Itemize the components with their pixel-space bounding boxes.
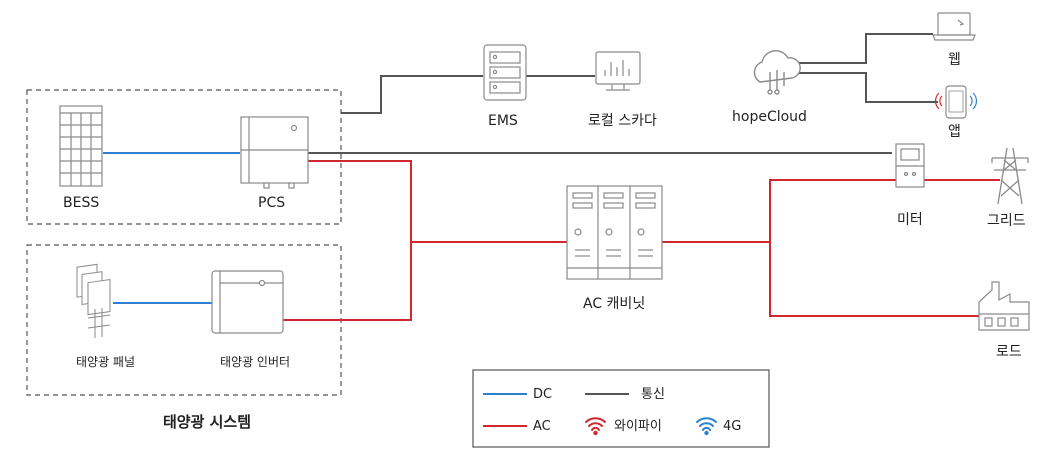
hopecloud-label: hopeCloud — [732, 109, 807, 125]
legend-ac-label: AC — [533, 419, 551, 434]
load-label: 로드 — [996, 344, 1022, 360]
bess-group-box — [26, 89, 342, 225]
4g-icon — [696, 417, 717, 436]
cloud-icon — [753, 50, 801, 95]
transmission-tower-icon — [991, 147, 1029, 205]
web-label: 웹 — [948, 52, 961, 68]
ac-cabinet-icon — [566, 185, 663, 280]
local-scada-label: 로컬 스카다 — [588, 113, 657, 129]
ems-server-icon — [483, 44, 527, 101]
solar-panel-label: 태양광 패널 — [76, 355, 136, 369]
legend-wifi-label: 와이파이 — [614, 419, 662, 434]
solar-inverter-label: 태양광 인버터 — [220, 355, 291, 369]
pcs-inverter-icon — [240, 116, 309, 189]
factory-icon — [978, 281, 1030, 331]
scada-monitor-icon — [595, 51, 641, 91]
meter-icon — [895, 143, 925, 188]
solar-system-title: 태양광 시스템 — [163, 413, 252, 431]
meter-label: 미터 — [897, 212, 923, 228]
bess-label: BESS — [63, 195, 100, 211]
pcs-label: PCS — [258, 195, 286, 211]
wifi-icon — [585, 417, 606, 436]
ac-cabinet-label: AC 캐비닛 — [583, 296, 646, 312]
legend-box — [472, 369, 770, 448]
dc-lines — [103, 152, 240, 304]
app-label: 앱 — [948, 124, 961, 140]
grid-label: 그리드 — [987, 213, 1026, 229]
communication-lines — [308, 33, 938, 154]
solar-panel-icon — [76, 263, 111, 338]
ac-lines — [283, 160, 1000, 321]
phone-icon — [935, 85, 977, 119]
solar-inverter-icon — [211, 270, 284, 334]
legend-4g-label: 4G — [723, 419, 742, 434]
legend-communication-label: 통신 — [641, 387, 665, 402]
laptop-icon — [932, 12, 976, 41]
legend-dc-label: DC — [533, 387, 553, 402]
ems-label: EMS — [488, 113, 518, 129]
bess-rack-icon — [59, 105, 103, 187]
